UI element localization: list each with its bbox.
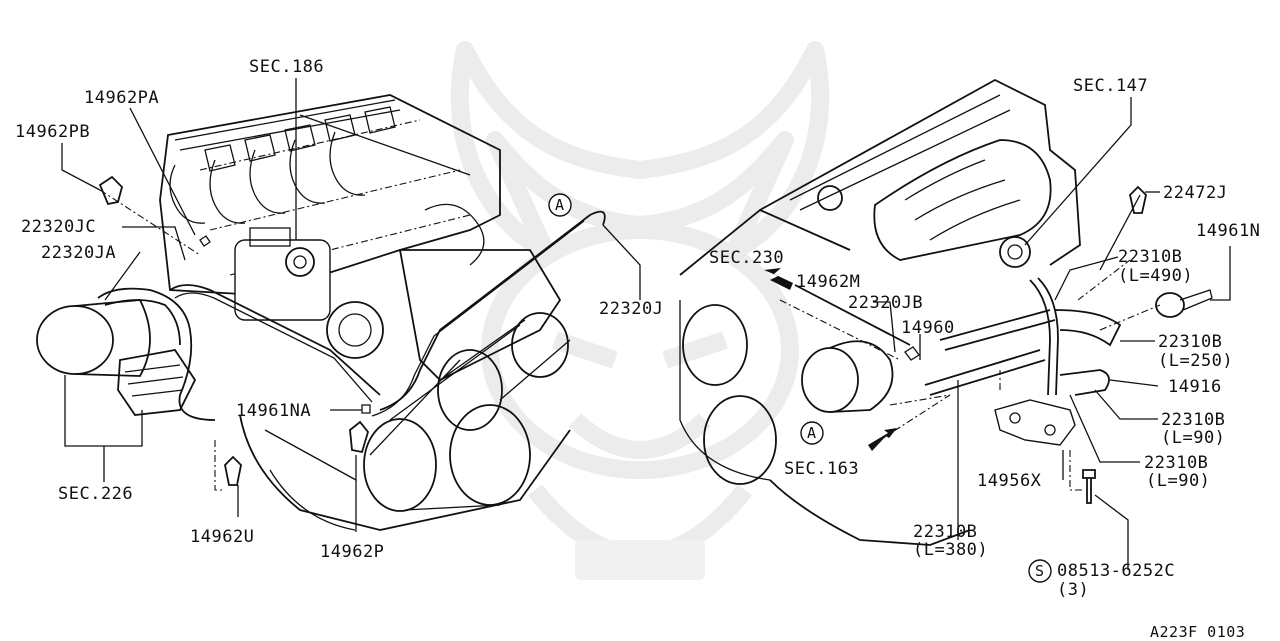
label-part-22320jb[interactable]: 22320JB <box>848 293 924 313</box>
label-part-14961n[interactable]: 14961N <box>1196 221 1261 241</box>
label-part-22310b-90a[interactable]: 22310B <box>1161 410 1226 430</box>
label-part-14961na[interactable]: 14961NA <box>236 401 312 421</box>
right-engine-block <box>679 78 1231 583</box>
label-length-380: (L=380) <box>913 540 989 560</box>
label-length-490: (L=490) <box>1118 266 1194 286</box>
watermark-emblem <box>450 41 830 580</box>
label-sec-186[interactable]: SEC.186 <box>249 57 325 77</box>
label-sec-163[interactable]: SEC.163 <box>784 459 860 479</box>
callout-a-right: A <box>807 424 817 442</box>
label-part-14956x[interactable]: 14956X <box>977 471 1042 491</box>
label-length-250: (L=250) <box>1158 351 1234 371</box>
label-sec-230[interactable]: SEC.230 <box>709 248 785 268</box>
label-part-14960[interactable]: 14960 <box>901 318 955 338</box>
label-part-22310b-380[interactable]: 22310B <box>913 522 978 542</box>
label-part-14916[interactable]: 14916 <box>1168 377 1222 397</box>
label-part-22320j[interactable]: 22320J <box>599 299 664 319</box>
label-length-90a: (L=90) <box>1161 428 1226 448</box>
callout-a-left: A <box>555 196 565 214</box>
label-part-22320ja[interactable]: 22320JA <box>41 243 117 263</box>
label-length-90b: (L=90) <box>1146 471 1211 491</box>
label-part-22310b-490[interactable]: 22310B <box>1118 247 1183 267</box>
label-part-14962u[interactable]: 14962U <box>190 527 255 547</box>
figure-code: A223F 0103 <box>1150 623 1246 641</box>
label-part-22472j[interactable]: 22472J <box>1163 183 1228 203</box>
left-engine-block <box>36 78 641 532</box>
label-part-08513-6252c[interactable]: 08513-6252C <box>1057 561 1176 581</box>
label-part-22320jc[interactable]: 22320JC <box>21 217 97 237</box>
bolt-symbol: S <box>1035 562 1045 580</box>
label-part-14962p[interactable]: 14962P <box>320 542 385 562</box>
label-part-14962pb[interactable]: 14962PB <box>15 122 91 142</box>
label-sec-147[interactable]: SEC.147 <box>1073 76 1149 96</box>
label-part-22310b-250[interactable]: 22310B <box>1158 332 1223 352</box>
label-part-14962m[interactable]: 14962M <box>796 272 861 292</box>
label-part-14962pa[interactable]: 14962PA <box>84 88 160 108</box>
label-sec-226[interactable]: SEC.226 <box>58 484 134 504</box>
label-bolt-quantity: (3) <box>1057 580 1090 600</box>
label-part-22310b-90b[interactable]: 22310B <box>1144 453 1209 473</box>
